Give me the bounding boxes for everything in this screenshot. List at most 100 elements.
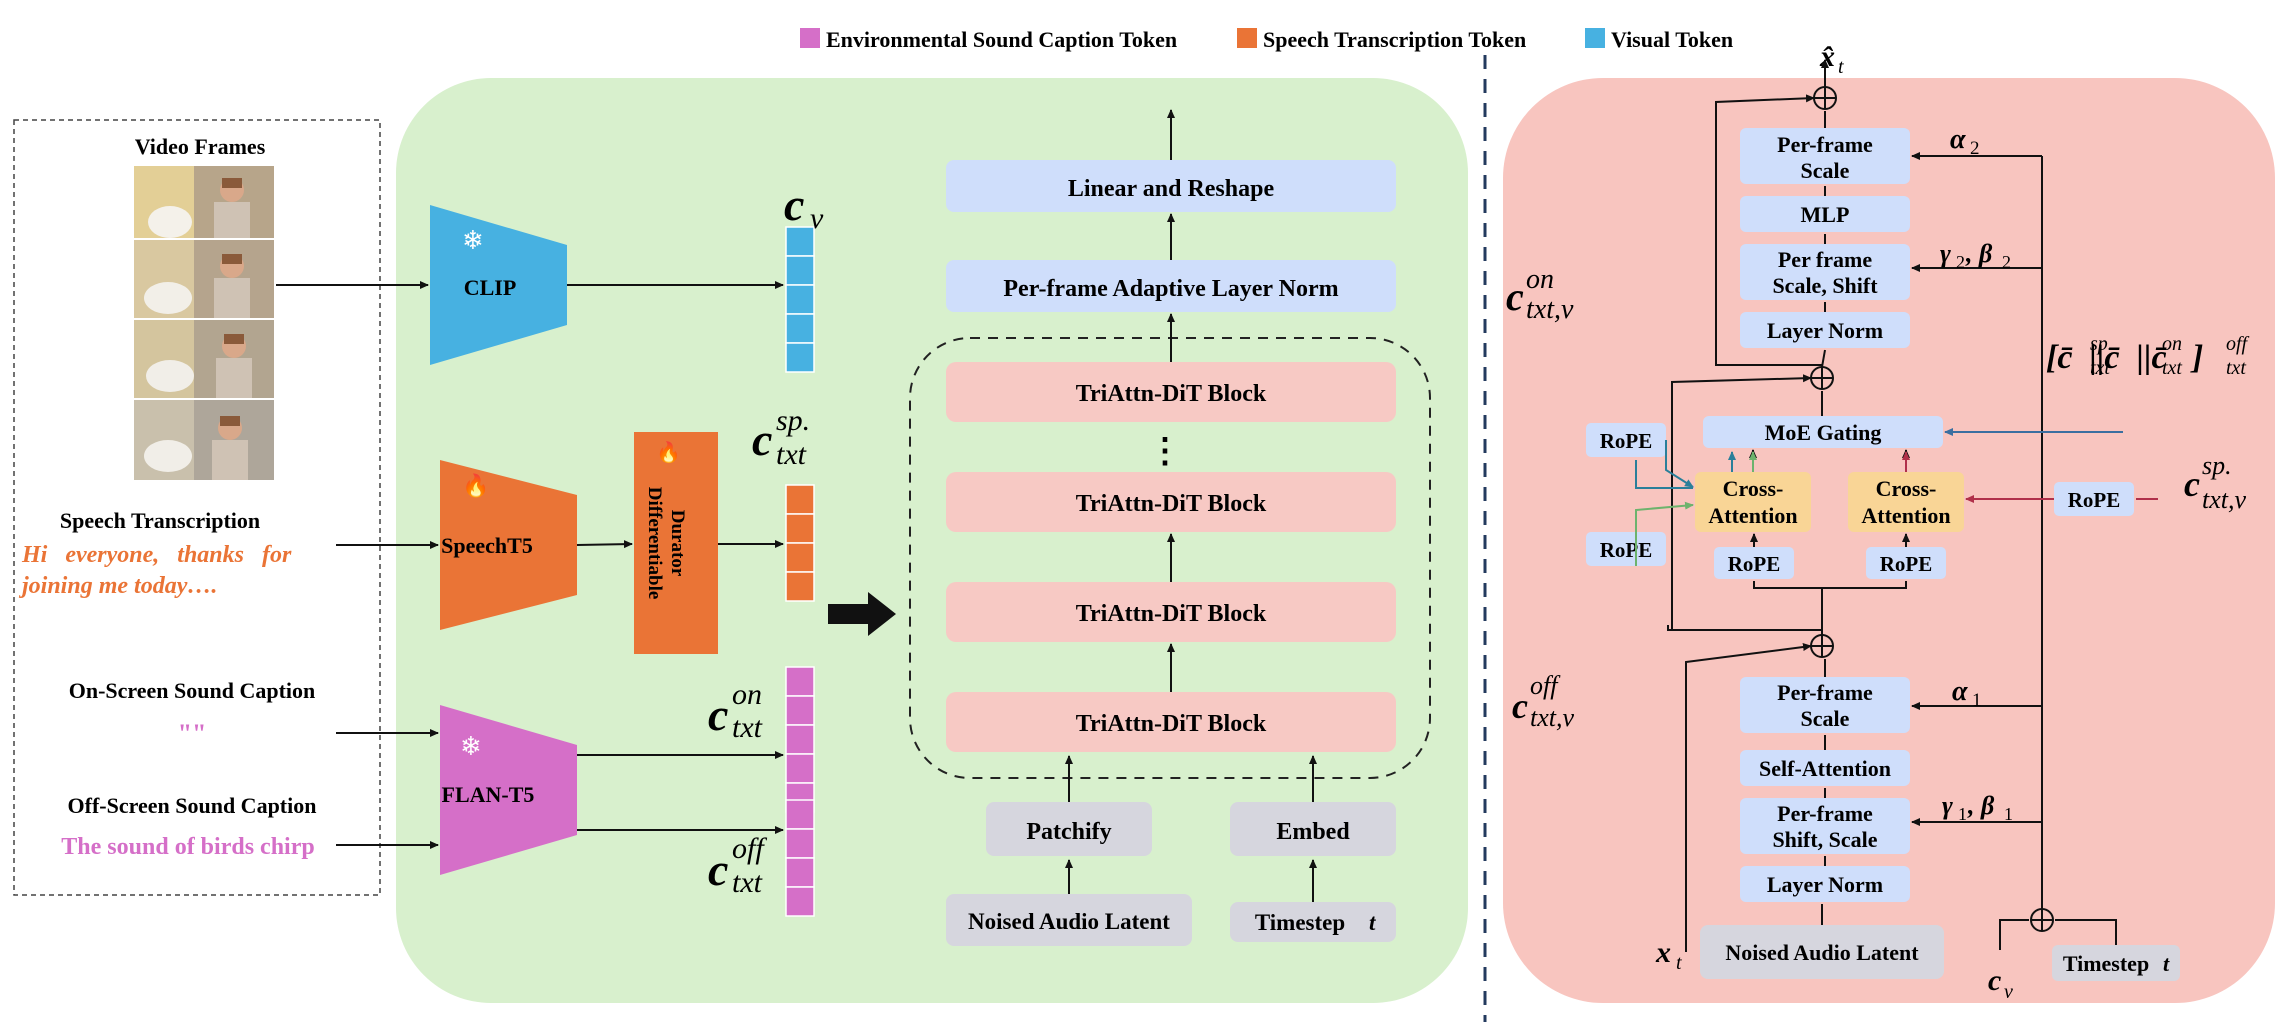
svg-text:t: t	[1676, 952, 1682, 974]
svg-text:c: c	[708, 844, 728, 895]
token-cell	[785, 666, 815, 697]
alpha2-label: α 2	[1950, 124, 1980, 159]
offscreen-token-stack	[785, 799, 815, 917]
timestep-var: t	[1369, 910, 1376, 935]
svg-text:c: c	[1512, 686, 1528, 726]
svg-text:γ: γ	[1940, 239, 1951, 268]
svg-text:Per frame: Per frame	[1778, 247, 1872, 272]
svg-text:t: t	[2163, 951, 2170, 976]
svg-text:Attention: Attention	[1861, 503, 1950, 528]
token-cell	[785, 753, 815, 784]
svg-text:on: on	[732, 678, 762, 711]
video-frames-title: Video Frames	[135, 134, 266, 159]
rope-block	[1714, 547, 1794, 579]
speech-token-stack	[785, 484, 815, 602]
add-node	[1813, 86, 1837, 110]
visual-token-stack	[785, 226, 815, 373]
token-cell	[785, 313, 815, 344]
c-sp-v-label: c sp. txt,v	[2184, 451, 2246, 514]
legend-env-label: Environmental Sound Caption Token	[826, 27, 1177, 52]
svg-text:RoPE: RoPE	[1728, 552, 1781, 576]
token-label-coff: c off txt	[708, 832, 767, 899]
onscreen-text: ""	[178, 719, 207, 748]
block-detail-panel	[1503, 78, 2275, 1003]
rope-to-cross-attn-teal	[1665, 440, 1694, 488]
dit-block	[946, 692, 1396, 752]
flant5-encoder	[440, 705, 577, 875]
input-box	[13, 119, 381, 896]
svg-text:c: c	[1506, 274, 1524, 319]
svg-text:Scale: Scale	[1801, 158, 1850, 183]
token-cell	[785, 695, 815, 726]
moe-gating-block	[1703, 416, 1943, 448]
clip-encoder	[430, 205, 567, 365]
alpha1-label: α 1	[1952, 676, 1982, 711]
svg-text:txt: txt	[732, 711, 763, 744]
svg-text:2: 2	[1956, 252, 1965, 272]
trainable-fire-icon: 🔥	[462, 473, 489, 498]
linear-reshape-block	[946, 160, 1396, 212]
noised-latent-label: Noised Audio Latent	[968, 909, 1170, 934]
svg-text:α: α	[1952, 676, 1968, 707]
cross-attention-right	[1848, 472, 1964, 532]
offscreen-title: Off-Screen Sound Caption	[68, 793, 317, 818]
token-cell	[785, 724, 815, 755]
svg-text:v: v	[810, 202, 824, 235]
token-cell	[785, 513, 815, 544]
svg-text:off: off	[732, 832, 767, 865]
svg-text:off: off	[2226, 333, 2250, 355]
add-node	[1810, 634, 1834, 658]
rope-block	[2054, 482, 2134, 516]
token-cell	[785, 255, 815, 286]
token-label-con: c on txt	[708, 678, 763, 744]
legend-speech-label: Speech Transcription Token	[1263, 27, 1526, 52]
svg-text:MLP: MLP	[1801, 202, 1850, 227]
adaln-label: Per-frame Adaptive Layer Norm	[1003, 276, 1338, 302]
svg-text:txt: txt	[2226, 357, 2246, 379]
video-frame	[134, 240, 274, 318]
clip-label: CLIP	[464, 275, 517, 300]
speecht5-label: SpeechT5	[441, 533, 533, 558]
svg-text:α: α	[1950, 124, 1966, 155]
svg-text:1: 1	[1958, 804, 1967, 824]
differentiable-durator	[634, 432, 718, 654]
legend-speech-swatch	[1237, 28, 1257, 48]
dit-block-label: TriAttn-DiT Block	[1076, 711, 1267, 737]
svg-text:c: c	[708, 689, 728, 740]
flow-arrow	[828, 592, 896, 636]
offscreen-text: The sound of birds chirp	[61, 834, 314, 860]
token-cell	[785, 284, 815, 315]
speecht5-encoder	[440, 460, 577, 630]
speech-title: Speech Transcription	[60, 508, 260, 533]
xt-label: x t	[1655, 936, 1682, 974]
trainable-fire-icon: 🔥	[656, 440, 681, 464]
onscreen-token-stack	[785, 666, 815, 813]
mlp-block	[1740, 196, 1910, 232]
onscreen-title: On-Screen Sound Caption	[69, 678, 316, 703]
rope-to-cross-attn-green	[1635, 501, 1694, 566]
svg-text:txt: txt	[2090, 357, 2110, 379]
dit-block	[946, 362, 1396, 422]
adaln-block	[946, 260, 1396, 312]
dit-block-label: TriAttn-DiT Block	[1076, 491, 1267, 517]
svg-text:, β: , β	[1965, 239, 1993, 268]
token-cell	[785, 886, 815, 917]
patchify-label: Patchify	[1026, 819, 1111, 845]
durator-label-2: Durator	[667, 510, 688, 577]
svg-text:c: c	[784, 179, 804, 230]
svg-text:Per-frame: Per-frame	[1777, 680, 1873, 705]
token-label-csp: c sp. txt	[752, 404, 810, 471]
svg-text:Scale, Shift: Scale, Shift	[1772, 273, 1878, 298]
dit-block-label: TriAttn-DiT Block	[1076, 601, 1267, 627]
layer-norm-bottom	[1740, 866, 1910, 902]
token-cell	[785, 342, 815, 373]
video-frame-stack	[134, 166, 274, 480]
svg-text:1: 1	[1972, 690, 1982, 711]
layer-norm-top	[1740, 312, 1910, 348]
svg-text:x̂: x̂	[1819, 40, 1835, 73]
token-cell	[785, 542, 815, 573]
frozen-icon: ❄	[462, 226, 484, 255]
rope-block	[1866, 547, 1946, 579]
svg-text:x: x	[1655, 936, 1671, 969]
svg-text:RoPE: RoPE	[1600, 429, 1653, 453]
